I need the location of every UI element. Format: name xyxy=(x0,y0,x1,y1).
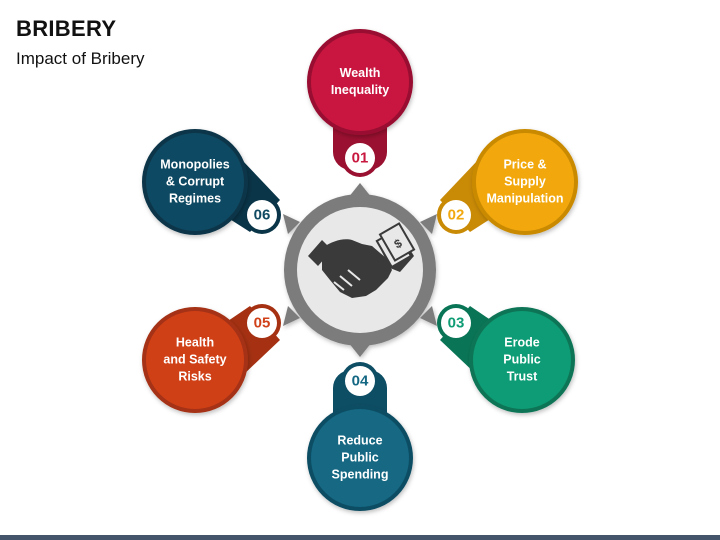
number-badge-03 xyxy=(437,304,475,342)
page-title: BRIBERY xyxy=(16,16,117,41)
number-badge-06 xyxy=(243,196,281,234)
item-number-05: 05 xyxy=(253,314,271,332)
item-number-04: 04 xyxy=(351,372,369,390)
item-label-01: Wealth Inequality xyxy=(330,66,390,97)
number-badge-02 xyxy=(437,196,475,234)
item-circle-05 xyxy=(142,307,248,413)
item-label-03: Erode Public Trust xyxy=(503,335,541,384)
item-circle-02 xyxy=(472,129,578,235)
item-circle-04 xyxy=(307,405,413,511)
handshake-money-icon: $ xyxy=(308,222,416,298)
item-label-04: Reduce Public Spending xyxy=(331,433,389,482)
item-number-03: 03 xyxy=(447,314,465,332)
item-label-02: Price & Supply Manipulation xyxy=(486,157,564,206)
item-number-02: 02 xyxy=(447,206,465,224)
number-badge-05 xyxy=(243,304,281,342)
item-circle-01 xyxy=(307,29,413,135)
item-number-01: 01 xyxy=(351,149,369,167)
item-number-06: 06 xyxy=(253,206,271,224)
number-badge-01 xyxy=(341,139,379,177)
item-circle-03 xyxy=(469,307,575,413)
page-subtitle: Impact of Bribery xyxy=(16,49,145,68)
footer-bar xyxy=(0,535,720,540)
item-label-06: Monopolies & Corrupt Regimes xyxy=(160,157,230,206)
number-badge-04 xyxy=(341,362,379,400)
item-label-05: Health and Safety Risks xyxy=(163,335,227,384)
item-circle-06 xyxy=(142,129,248,235)
